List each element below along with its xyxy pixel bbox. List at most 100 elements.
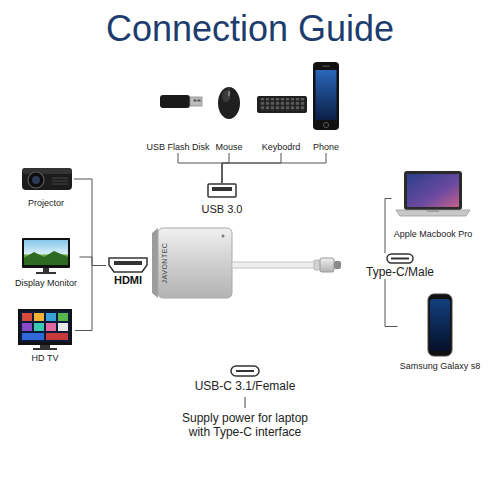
projector-icon-part [52, 178, 68, 179]
port-label: Supply power for laptop with Type-C inte… [170, 411, 320, 439]
mouse-icon-part [218, 87, 240, 119]
device-label: Mouse [215, 142, 242, 153]
projector-icon-part [28, 172, 44, 188]
icon-slot [168, 365, 322, 379]
phone-icon [313, 62, 339, 130]
laptop-icon-part [407, 174, 459, 207]
device-node: Keybodrd [254, 60, 308, 153]
projector-icon-part [52, 184, 68, 185]
galaxy-phone-icon-part [428, 294, 452, 356]
phone-icon-part [313, 62, 339, 130]
tv-icon-part [22, 313, 32, 321]
tv-icon-part [46, 333, 68, 340]
bracket-wire [75, 266, 106, 331]
bracket-wire [178, 153, 222, 183]
mouse-icon-part [228, 91, 230, 96]
monitor-icon-part [43, 268, 49, 272]
tv-icon-part [46, 313, 56, 321]
galaxy-phone-icon-part [430, 299, 450, 351]
bracket-wire [222, 153, 281, 183]
projector-icon-part [52, 181, 68, 182]
bracket-wire [385, 199, 392, 254]
hdmi-port-icon [109, 258, 147, 272]
projector-icon [22, 168, 72, 190]
port-node: USB-C 3.1/FemaleSupply power for laptop … [168, 365, 322, 439]
tv-icon-part [33, 348, 57, 350]
device-node: HD TV [15, 308, 75, 364]
bracket-wire [222, 153, 326, 183]
device-node: Display Monitor [13, 236, 80, 289]
icon-slot [213, 60, 245, 142]
tv-icon [18, 309, 72, 350]
tv-icon-part [58, 323, 68, 331]
tv-icon-part [22, 333, 44, 340]
tv-icon-part [34, 323, 44, 331]
device-label: Phone [313, 142, 339, 153]
laptop-icon-part [427, 210, 439, 212]
flash-disk-icon-part [190, 97, 202, 106]
device-node: Phone [310, 60, 342, 153]
icon-slot [200, 183, 245, 203]
device-node: Samsung Galaxy s8 [398, 292, 483, 372]
adapter-illustration-part [152, 228, 158, 298]
flash-disk-icon [160, 95, 202, 108]
laptop-icon [396, 171, 470, 216]
usb-c-port-icon-part [231, 366, 259, 376]
icon-slot [254, 60, 308, 142]
flash-disk-icon-part [198, 100, 201, 102]
tv-icon-part [22, 323, 32, 331]
adapter-body: JAVONTEC [153, 228, 232, 298]
brand-text: JAVONTEC [161, 243, 169, 284]
device-node: Apple Macbook Pro [392, 168, 475, 240]
flash-disk-icon-part [194, 100, 197, 102]
tv-icon-part [46, 323, 56, 331]
mouse-icon [218, 87, 240, 119]
tv-icon-part [34, 313, 44, 321]
type-c-icon [387, 254, 413, 263]
icon-slot [15, 308, 75, 353]
projector-icon-part [22, 168, 72, 174]
icon-slot [310, 60, 342, 142]
laptop-icon-part [404, 171, 462, 210]
bracket-wire [385, 279, 398, 327]
mouse-icon-part [229, 87, 230, 99]
icon-slot [392, 168, 475, 229]
monitor-icon-part [22, 238, 70, 268]
device-label: HD TV [32, 353, 59, 364]
mouse-icon-part [222, 90, 230, 102]
port-label: Type-C/Male [366, 265, 434, 279]
usb-port-icon [208, 184, 236, 197]
tv-icon-part [58, 313, 68, 321]
device-label: Display Monitor [15, 278, 77, 289]
usb-c-port-icon-part [236, 370, 254, 372]
tv-icon-part [18, 309, 72, 345]
monitor-icon-part [24, 240, 68, 265]
keyboard-icon [257, 96, 307, 113]
device-label: Projector [28, 198, 64, 209]
bracket-wire [80, 257, 107, 266]
monitor-icon [22, 238, 70, 274]
tv-icon-part [20, 311, 70, 342]
adapter-illustration [152, 228, 341, 298]
type-c-icon-part [391, 258, 409, 260]
device-node: Projector [18, 160, 74, 209]
hdmi-port-icon-part [114, 261, 142, 265]
port-label: USB 3.0 [202, 203, 243, 216]
bracket-wire [74, 179, 106, 266]
port-label: USB-C 3.1/Female [195, 379, 296, 393]
adapter-illustration-part [320, 258, 334, 272]
icon-slot [13, 236, 80, 278]
usb-port-icon-part [212, 187, 232, 191]
keyboard-icon-part [257, 96, 307, 113]
hdmi-port-icon-part [109, 258, 147, 272]
flash-disk-icon-part [160, 95, 190, 108]
phone-icon-part [322, 66, 330, 67]
port-node: Type-C/Male [364, 253, 437, 279]
port-node: HDMI [106, 257, 150, 287]
device-label: USB Flash Disk [146, 142, 209, 153]
adapter-illustration-part [158, 228, 232, 298]
icon-slot [144, 60, 212, 142]
phone-icon-part [323, 122, 328, 127]
device-node: USB Flash Disk [144, 60, 212, 153]
